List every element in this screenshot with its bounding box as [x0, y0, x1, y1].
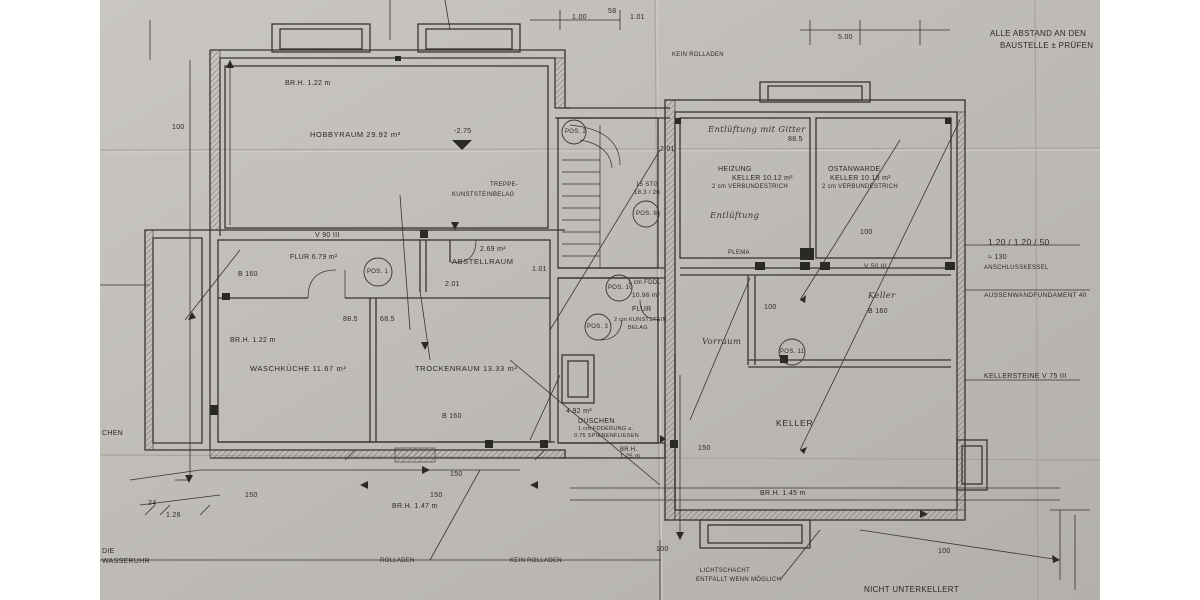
dim-top-2: 1.01: [630, 14, 645, 21]
note-anschluss: ANSCHLUSSKESSEL: [984, 265, 1049, 271]
handwritten-vent-1: Entlüftung: [710, 211, 760, 221]
leader-lines: [100, 0, 1090, 600]
dim-126: 1.26: [166, 512, 181, 519]
flur-mid-note-2: 2 cm KUNSTSTEIN: [614, 317, 667, 323]
handwritten-vent-grille: Entlüftung mit Gitter: [708, 125, 806, 135]
height-south: BR.H. 1.47 m: [392, 503, 438, 510]
dim-100-left: 100: [172, 124, 185, 131]
dim-b160-mid: B 160: [442, 413, 462, 420]
stair-count: 15 STG: [636, 182, 659, 188]
note-nicht-unterkellert: NICHT UNTERKELLERT: [864, 585, 959, 594]
dim-201-b: 2.01: [660, 146, 675, 153]
note-wasseruhr-1: DIE: [102, 548, 115, 555]
height-flur: BR.H.: [620, 447, 638, 453]
dim-101: 1.01: [532, 266, 547, 273]
room-duschen: DUSCHEN: [578, 418, 615, 425]
dim-b160-east: B 160: [868, 308, 888, 315]
dim-885: 88.5: [343, 316, 358, 323]
flur-mid-note-3: BELAG: [628, 325, 648, 331]
duschen-note-1: 1 cm FDDERUNG u.: [578, 426, 634, 432]
dim-150-east: 150: [698, 445, 711, 452]
dim-100-east: 100: [860, 229, 873, 236]
wall-type-v50: V 50 III: [864, 263, 887, 270]
pos-2-label: POS. 2: [565, 129, 587, 135]
note-kellersteine: KELLERSTEINE V 75 III: [984, 373, 1067, 380]
floor-plan-sheet: 1.00 58 1.01 5.00 ALLE ABSTAND AN DEN BA…: [100, 0, 1100, 600]
room-flur-mid: FLUR: [632, 306, 652, 313]
dim-150-mid: 150: [450, 471, 463, 478]
arrowheads: [185, 60, 1060, 563]
pos-11-label: POS. 11: [780, 349, 805, 355]
note-top-right-1: ALLE ABSTAND AN DEN: [990, 29, 1087, 38]
dim-100-se: 100: [938, 548, 951, 555]
dim-24: 24: [148, 500, 157, 507]
dim-150-south: 150: [245, 492, 258, 499]
room-trockenraum: TROCKENRAUM 13.33 m²: [415, 364, 518, 373]
note-lichtschacht-1: LICHTSCHACHT: [700, 568, 750, 574]
dim-885-east: 88.5: [788, 136, 803, 143]
dim-b160-left: B 160: [238, 271, 258, 278]
note-aussenwand: AUSSENWANDFUNDAMENT 40: [984, 292, 1087, 299]
dim-150-south-2: 150: [430, 492, 443, 499]
note-plema: PLEMA: [728, 250, 750, 256]
room-keller-big: KELLER: [776, 418, 814, 428]
treppe-label-2: KUNSTSTEINBELAG: [452, 192, 515, 198]
wall-type-v90: V 90 III: [315, 232, 340, 239]
room-ost-area: KELLER 10.18 m²: [830, 175, 891, 182]
dim-top-1: 1.00: [572, 14, 587, 21]
note-dechen: CHEN: [102, 430, 124, 437]
room-keller-mid: Keller: [868, 291, 896, 301]
dim-100-east-2: 100: [764, 304, 777, 311]
note-lichtschacht-2: ENTFALLT WENN MÖGLICH: [696, 577, 782, 583]
room-hobbyraum: HOBBYRAUM 29.92 m²: [310, 130, 401, 139]
stair-rise: 18.3 / 26: [634, 190, 661, 196]
scale-label: 1.20 / 1.20 / 50: [988, 237, 1050, 247]
dimension-ticks: [144, 449, 546, 516]
abstell-area: 2.69 m²: [480, 246, 506, 253]
room-ost-note: 2 cm VERBUNDESTRICH: [822, 184, 899, 190]
room-flur-west: FLUR 6.79 m²: [290, 254, 338, 261]
duschen-note-2: 0.75 SPIENENFLIESEN: [574, 433, 640, 439]
note-kein-rolladen-top: KEIN ROLLADEN: [672, 52, 724, 58]
pos-3-label: POS. 3: [587, 324, 609, 330]
pos-1-label: POS. 1: [367, 269, 389, 275]
note-kein-rolladen-bottom: KEIN ROLLADEN: [510, 558, 562, 564]
height-keller: BR.H. 1.45 m: [760, 490, 806, 497]
room-heizung-area: KELLER 10.12 m²: [732, 175, 793, 182]
note-rolladen: ROLLADEN: [380, 558, 415, 564]
height-flur-2: 1.25 m: [620, 454, 641, 460]
pos-10-label: POS. 10: [608, 285, 633, 291]
flur-mid-note-1: 1 cm FDDL: [628, 280, 662, 286]
flur-mid-area: 10.96 m²: [632, 292, 661, 299]
height-wasch: BR.H. 1.22 m: [230, 337, 276, 344]
position-circles: [363, 119, 806, 366]
wall-hatching: [144, 49, 966, 521]
room-abstellraum: ABSTELLRAUM: [452, 257, 514, 266]
pos-8-label: POS. 8: [636, 211, 658, 217]
duschen-area: 4.92 m²: [566, 408, 592, 415]
wall-markers: [210, 56, 955, 448]
height-hobby: BR.H. 1.22 m: [285, 80, 331, 87]
room-ost-name: OSTANWARDE: [828, 166, 881, 173]
room-waschkueche: WASCHKÜCHE 11.67 m²: [250, 364, 347, 373]
dim-201: 2.01: [445, 281, 460, 288]
room-heizung-name: HEIZUNG: [718, 166, 752, 173]
outer-walls-middle: [555, 107, 670, 459]
treppe-label-1: TREPPE-: [490, 182, 519, 188]
elevation-marker: [452, 140, 472, 150]
dim-685: 68.5: [380, 316, 395, 323]
note-wasseruhr-2: WASSERUHR: [102, 558, 150, 565]
dim-top-3: 58: [608, 8, 617, 15]
elevation-label: -2.75: [454, 128, 472, 135]
floor-plan-drawing: [100, 0, 1100, 600]
scale-label-2: ≈ 130: [988, 254, 1007, 261]
room-heizung-note: 2 cm VERBUNDESTRICH: [712, 184, 789, 190]
dim-100-south: 100: [656, 546, 669, 553]
note-top-right-2: BAUSTELLE ± PRÜFEN: [1000, 41, 1094, 50]
handwritten-vorraum: Vorraum: [702, 337, 742, 347]
dim-gap: 5.00: [838, 34, 853, 41]
door-swings: [307, 239, 661, 341]
